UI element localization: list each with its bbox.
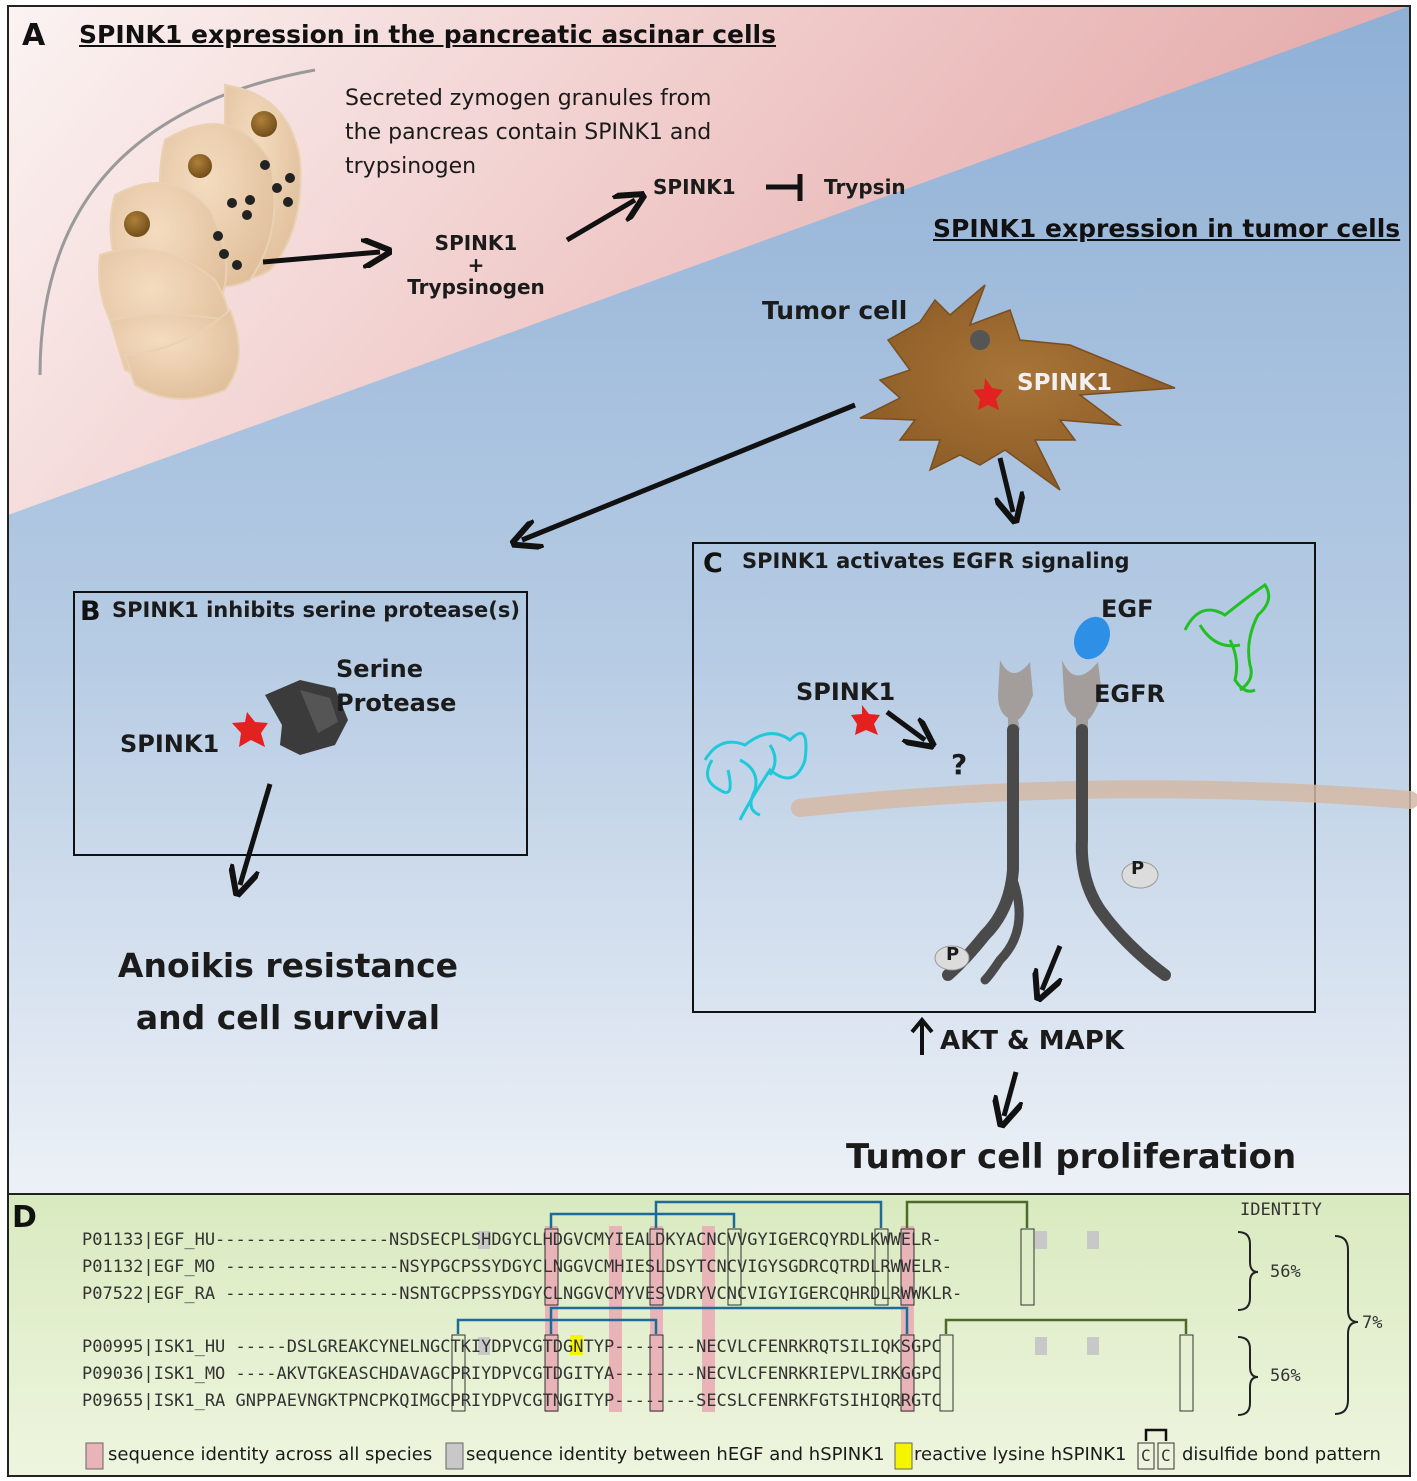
spink1-label: SPINK1 (653, 175, 736, 199)
egf-alignment: P01133|EGF_HU-----------------NSDSECPLSH… (82, 1230, 962, 1311)
panel-b-letter: B (80, 596, 101, 627)
alignment-row: P09036|ISK1_MO ----AKVTGKEASCHDAVAGCPRIY… (82, 1364, 942, 1384)
cell-membrane (791, 780, 1417, 817)
arrow-to-question (885, 709, 925, 740)
panel-a-description: Secreted zymogen granules from the pancr… (345, 82, 711, 184)
panel-b-box (73, 591, 528, 856)
identity-all: 7% (1362, 1313, 1383, 1333)
panel-c-title: SPINK1 activates EGFR signaling (742, 549, 1130, 573)
label-line: Protease (336, 689, 457, 717)
disulfide-brackets (456, 1200, 1188, 1334)
identity-braces (1237, 1231, 1359, 1416)
spink1-red-star (973, 378, 1003, 410)
description-line: Secreted zymogen granules from (345, 86, 712, 111)
spink1-red-star (232, 712, 268, 747)
serine-protease-label: Serine Protease (336, 652, 456, 720)
up-arrow (910, 1016, 934, 1055)
egf-protein-ribbon (1183, 582, 1271, 693)
label-line: Serine (336, 655, 423, 683)
description-line: trypsinogen (345, 154, 477, 179)
egf-label: EGF (1101, 595, 1154, 623)
alignment-row: P01132|EGF_MO -----------------NSYPGCPSS… (82, 1257, 952, 1277)
egfr-receptor-right (1062, 660, 1171, 981)
panel-c-spink1-label: SPINK1 (796, 678, 896, 706)
tumor-spink1-label: SPINK1 (1017, 370, 1113, 396)
inhibition-symbol (766, 174, 803, 201)
panel-c-box (692, 542, 1316, 1013)
egfr-label: EGFR (1094, 680, 1165, 708)
question-mark: ? (951, 748, 968, 781)
panel-b-spink1-label: SPINK1 (120, 730, 220, 758)
alignment-row: P00995|ISK1_HU -----DSLGREAKCYNELNGCTKIY… (82, 1337, 942, 1357)
arrow-to-panel-b (522, 402, 856, 540)
arrow-to-spink1 (565, 200, 635, 243)
legend-gray-label: sequence identity between hEGF and hSPIN… (466, 1444, 885, 1465)
label-line: Trypsinogen (407, 275, 545, 299)
legend-yellow-label: reactive lysine hSPINK1 (914, 1444, 1127, 1465)
spink1-trypsinogen-label: SPINK1 + Trypsinogen (400, 232, 552, 298)
description-line: the pancreas contain SPINK1 and (345, 120, 712, 145)
alignment-row: P09655|ISK1_RA GNPPAEVNGKTPNCPKQIMGCPRIY… (82, 1391, 942, 1411)
panel-c-letter: C (703, 548, 723, 579)
egf-ligand (1074, 616, 1110, 660)
spink1-red-star (851, 705, 880, 735)
alignment-row: P01133|EGF_HU-----------------NSDSECPLSH… (82, 1230, 942, 1250)
proliferation-label: Tumor cell proliferation (846, 1137, 1297, 1177)
tumor-cell-illustration (859, 284, 1176, 491)
trypsin-label: Trypsin (824, 175, 906, 199)
akt-mapk-label: AKT & MAPK (940, 1026, 1124, 1056)
identity-isk1: 56% (1270, 1366, 1301, 1386)
arrow-to-proliferation (1004, 1071, 1016, 1116)
isk1-alignment: P00995|ISK1_HU -----DSLGREAKCYNELNGCTKIY… (82, 1337, 942, 1418)
legend-bond-c2: C (1161, 1446, 1171, 1465)
anoikis-outcome: Anoikis resistance and cell survival (110, 940, 466, 1044)
arrow-to-spink1-trypsinogen (262, 252, 380, 262)
legend-pink-swatch (85, 1442, 104, 1470)
phosphate-left (934, 945, 970, 971)
phosphate-label-left: P (946, 944, 960, 965)
identity-egf: 56% (1270, 1262, 1301, 1282)
panel-d-letter: D (12, 1200, 37, 1235)
pancreatic-acinus-illustration (38, 68, 316, 400)
alignment-row: P07522|EGF_RA -----------------NSNTGCPPS… (82, 1284, 963, 1304)
legend-pink-label: sequence identity across all species (108, 1444, 433, 1465)
tumor-section-title: SPINK1 expression in tumor cells (933, 214, 1401, 243)
panel-b-title: SPINK1 inhibits serine protease(s) (112, 598, 520, 622)
outcome-line: and cell survival (135, 998, 441, 1037)
serine-protease-shape (265, 680, 348, 755)
panel-a-letter: A (22, 18, 46, 53)
pink-background (8, 6, 1410, 515)
legend-gray-swatch (445, 1442, 464, 1470)
tumor-cell-label: Tumor cell (762, 296, 908, 325)
spink1-protein-ribbon (703, 731, 808, 821)
arrow-to-panel-c (1000, 457, 1013, 512)
identity-header: IDENTITY (1240, 1200, 1322, 1220)
outcome-line: Anoikis resistance (117, 946, 459, 985)
legend-yellow-swatch (894, 1442, 913, 1470)
legend-bond-label: disulfide bond pattern (1182, 1444, 1381, 1465)
phosphate-right (1121, 861, 1159, 889)
label-line: + (467, 253, 485, 277)
label-line: SPINK1 (434, 231, 518, 255)
arrow-to-akt (1042, 945, 1060, 990)
panel-a-title: SPINK1 expression in the pancreatic asci… (79, 20, 776, 49)
legend-bond-c1: C (1141, 1446, 1151, 1465)
phosphate-label-right: P (1131, 858, 1145, 879)
arrow-to-anoikis (240, 783, 273, 885)
legend-bond-symbol (1137, 1428, 1175, 1470)
